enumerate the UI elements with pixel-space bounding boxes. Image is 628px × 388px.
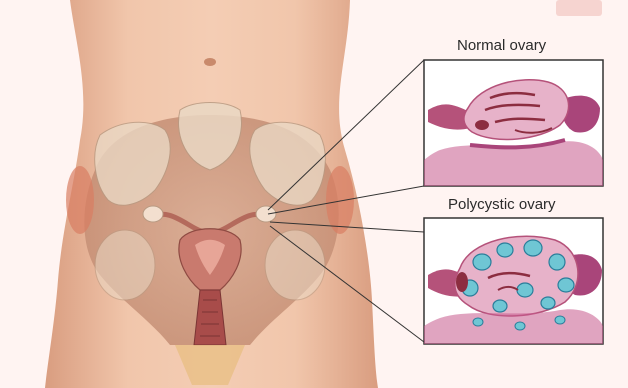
left-ovary bbox=[143, 206, 163, 222]
right-hip-muscle bbox=[326, 166, 354, 234]
cervix-canal bbox=[194, 290, 226, 345]
corner-tab bbox=[556, 0, 602, 16]
right-ovary bbox=[256, 206, 276, 222]
navel bbox=[204, 58, 216, 66]
normal-ovary-label: Normal ovary bbox=[457, 37, 546, 54]
polycystic-ovary-inset bbox=[424, 218, 603, 344]
normal-ovary-inset bbox=[424, 60, 603, 186]
left-hip-muscle bbox=[66, 166, 94, 234]
polycystic-ovary-label: Polycystic ovary bbox=[448, 196, 556, 213]
